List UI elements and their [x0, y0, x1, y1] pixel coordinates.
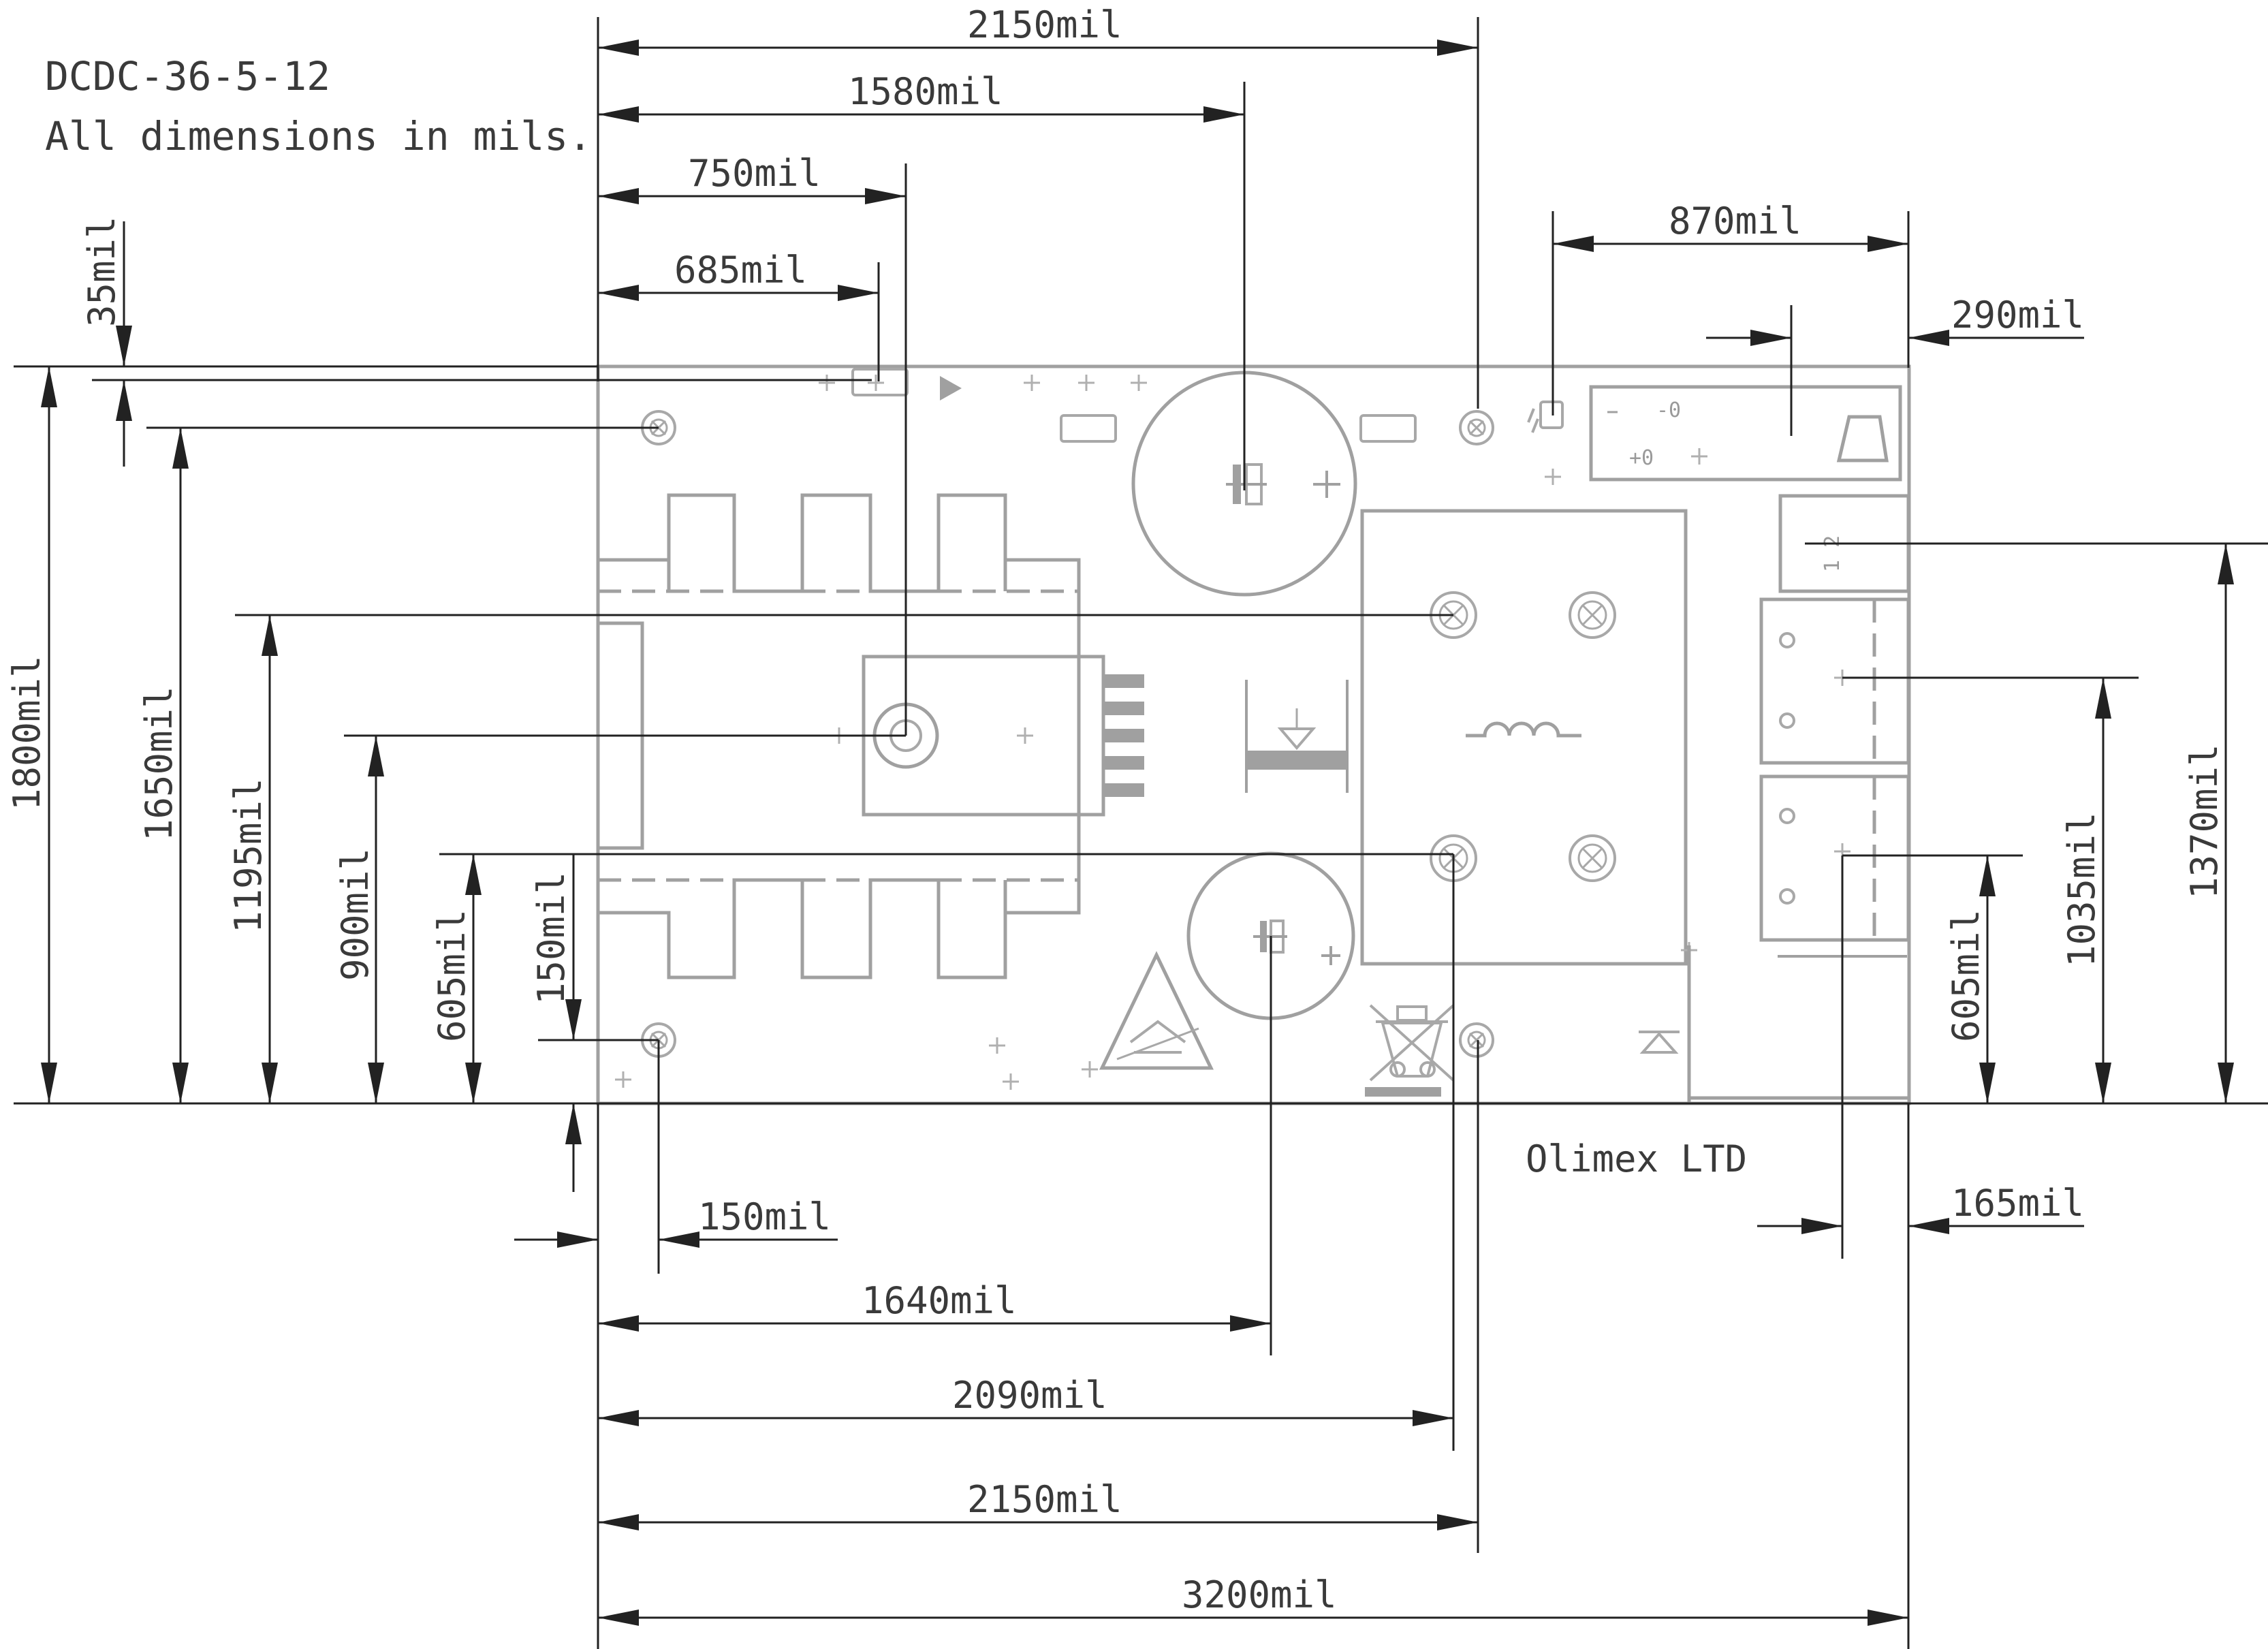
- diode-icon: [1245, 680, 1349, 793]
- dim-right-605: 605mil: [1944, 909, 1987, 1042]
- dim-left-35: 35mil: [80, 216, 123, 327]
- dim-left-605: 605mil: [430, 909, 473, 1042]
- input-terminal: -0 +0: [1589, 385, 1902, 482]
- dim-bottom-165: 165mil: [1951, 1182, 2084, 1225]
- dim-left-150: 150mil: [530, 872, 573, 1005]
- dim-left-1195: 1195mil: [227, 778, 270, 933]
- dim-top-870: 870mil: [1669, 200, 1801, 242]
- smd-part: [1060, 414, 1117, 443]
- inductor: [1360, 509, 1699, 966]
- inductor-icon: [1466, 721, 1581, 738]
- smd-part: [1359, 414, 1417, 443]
- dim-bottom-3200: 3200mil: [1182, 1573, 1337, 1616]
- svg-text:+0: +0: [1629, 446, 1654, 470]
- weee-bin-icon: [1365, 1004, 1455, 1097]
- dim-bottom-1640: 1640mil: [862, 1279, 1017, 1322]
- output-terminal: [1759, 597, 1910, 958]
- dim-left-1800: 1800mil: [5, 655, 48, 811]
- dim-bottom-150: 150mil: [698, 1195, 831, 1238]
- esd-warning-icon: [1099, 951, 1214, 1070]
- dim-left-1650: 1650mil: [138, 686, 180, 841]
- dim-bottom-2090: 2090mil: [952, 1374, 1107, 1417]
- dim-top-1580: 1580mil: [848, 70, 1003, 113]
- dim-right-1035: 1035mil: [2060, 812, 2103, 967]
- smd-part: [1527, 401, 1564, 433]
- dim-top-2150: 2150mil: [967, 3, 1122, 46]
- dimension-lines: [14, 17, 2268, 1649]
- mounting-hole-icon: [1459, 410, 1494, 445]
- dimension-labels: 2150mil 1580mil 750mil 685mil 870mil 290…: [5, 3, 2226, 1616]
- connector-pin-labels: 1 2: [1821, 535, 1844, 572]
- dim-top-750: 750mil: [688, 152, 821, 195]
- drawing-title: DCDC-36-5-12: [45, 53, 330, 99]
- svg-text:-0: -0: [1656, 398, 1681, 422]
- drawing-subtitle: All dimensions in mils.: [45, 113, 592, 159]
- dim-left-900: 900mil: [334, 848, 377, 981]
- diode-icon: [940, 376, 962, 401]
- dim-top-290: 290mil: [1951, 294, 2084, 336]
- dim-top-685: 685mil: [674, 249, 807, 292]
- pcb-board: -0 +0 1 2: [596, 364, 1911, 1105]
- mounting-hole-icon: [1459, 1022, 1494, 1058]
- dim-bottom-2150: 2150mil: [967, 1478, 1122, 1521]
- dim-right-1370: 1370mil: [2183, 744, 2226, 899]
- diode-icon: [1639, 1031, 1680, 1054]
- smd-part: [851, 368, 909, 396]
- brand-label: Olimex LTD: [1526, 1137, 1747, 1180]
